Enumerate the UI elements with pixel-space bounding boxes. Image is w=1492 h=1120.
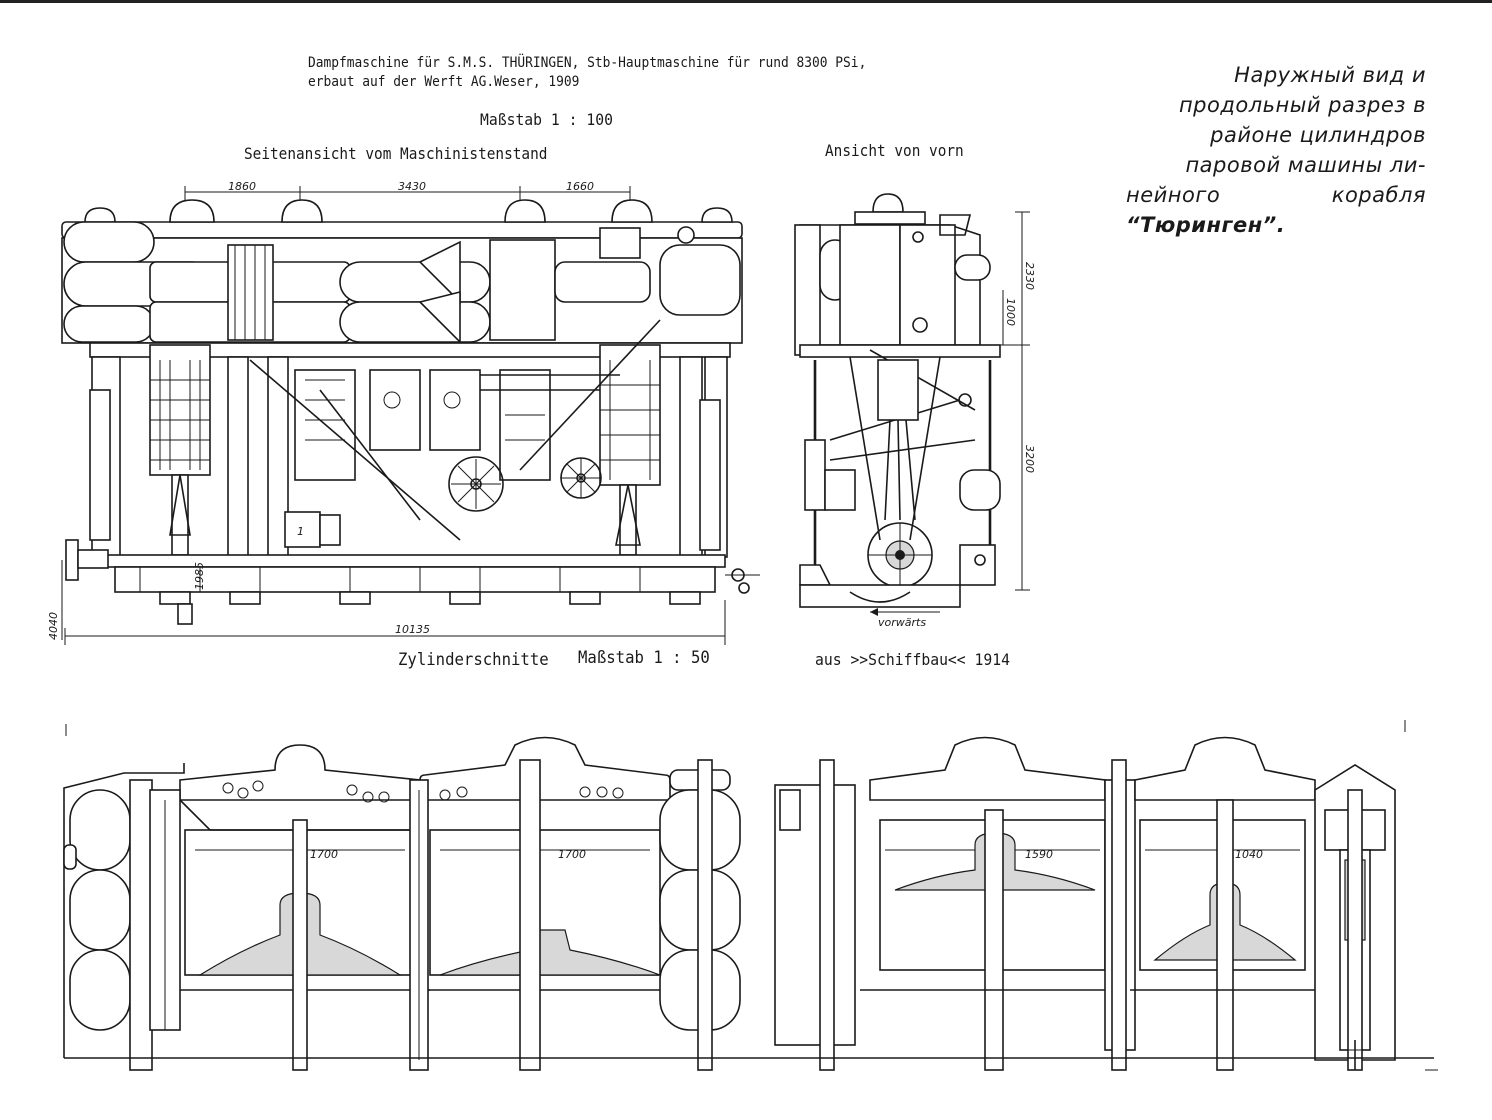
bore-label: 1590 (1025, 848, 1053, 861)
front-view-label: Ansicht von vorn (825, 141, 964, 160)
top-border (0, 0, 1492, 3)
scale-bottom-label: Maßstab 1 : 50 (578, 648, 710, 668)
caption-line-2: erbaut auf der Werft AG.Weser, 1909 (308, 74, 580, 90)
section-label: Zylinderschnitte (398, 650, 549, 670)
scale-top-label: Maßstab 1 : 100 (480, 110, 613, 129)
arrow-label: vorwärts (878, 616, 926, 629)
dim-label: 1660 (566, 180, 594, 193)
russian-caption-line: районе цилиндров (1210, 123, 1426, 147)
dim-label: 3200 (1023, 445, 1036, 473)
russian-caption-line: Наружный вид и (1234, 63, 1426, 87)
block-label: 1 (297, 525, 304, 538)
bore-label: 1700 (558, 848, 586, 861)
side-view-label: Seitenansicht vom Maschinistenstand (244, 144, 548, 163)
source-label: aus >>Schiffbau<< 1914 (815, 650, 1010, 669)
dim-label: 4040 (47, 612, 60, 640)
bore-label: 1700 (310, 848, 338, 861)
russian-caption-line: продольный разрез в (1178, 93, 1426, 117)
caption-line-1: Dampfmaschine für S.M.S. THÜRINGEN, Stb-… (308, 55, 867, 71)
front-view-drawing: vorwärts 2330 1000 3200 (794, 193, 1036, 629)
dim-label: 2330 (1023, 262, 1036, 290)
dim-label: 1860 (228, 180, 256, 193)
dim-label: 3430 (398, 180, 426, 193)
russian-caption: Наружный вид и продольный разрез в район… (1126, 60, 1426, 240)
russian-caption-line: паровой машины ли- (1185, 153, 1426, 177)
russian-caption-line: “Тюринген”. (1126, 213, 1286, 237)
cylinder-sections-drawing: 1700 1700 1590 (63, 720, 1438, 1071)
dim-label: 1985 (193, 562, 206, 590)
dim-label: 1000 (1004, 298, 1017, 326)
russian-caption-line: нейного корабля (1126, 183, 1426, 207)
dim-label: 10135 (395, 623, 430, 636)
bore-label: 1040 (1235, 848, 1263, 861)
side-view-drawing: 1860 3430 1660 (47, 180, 760, 645)
